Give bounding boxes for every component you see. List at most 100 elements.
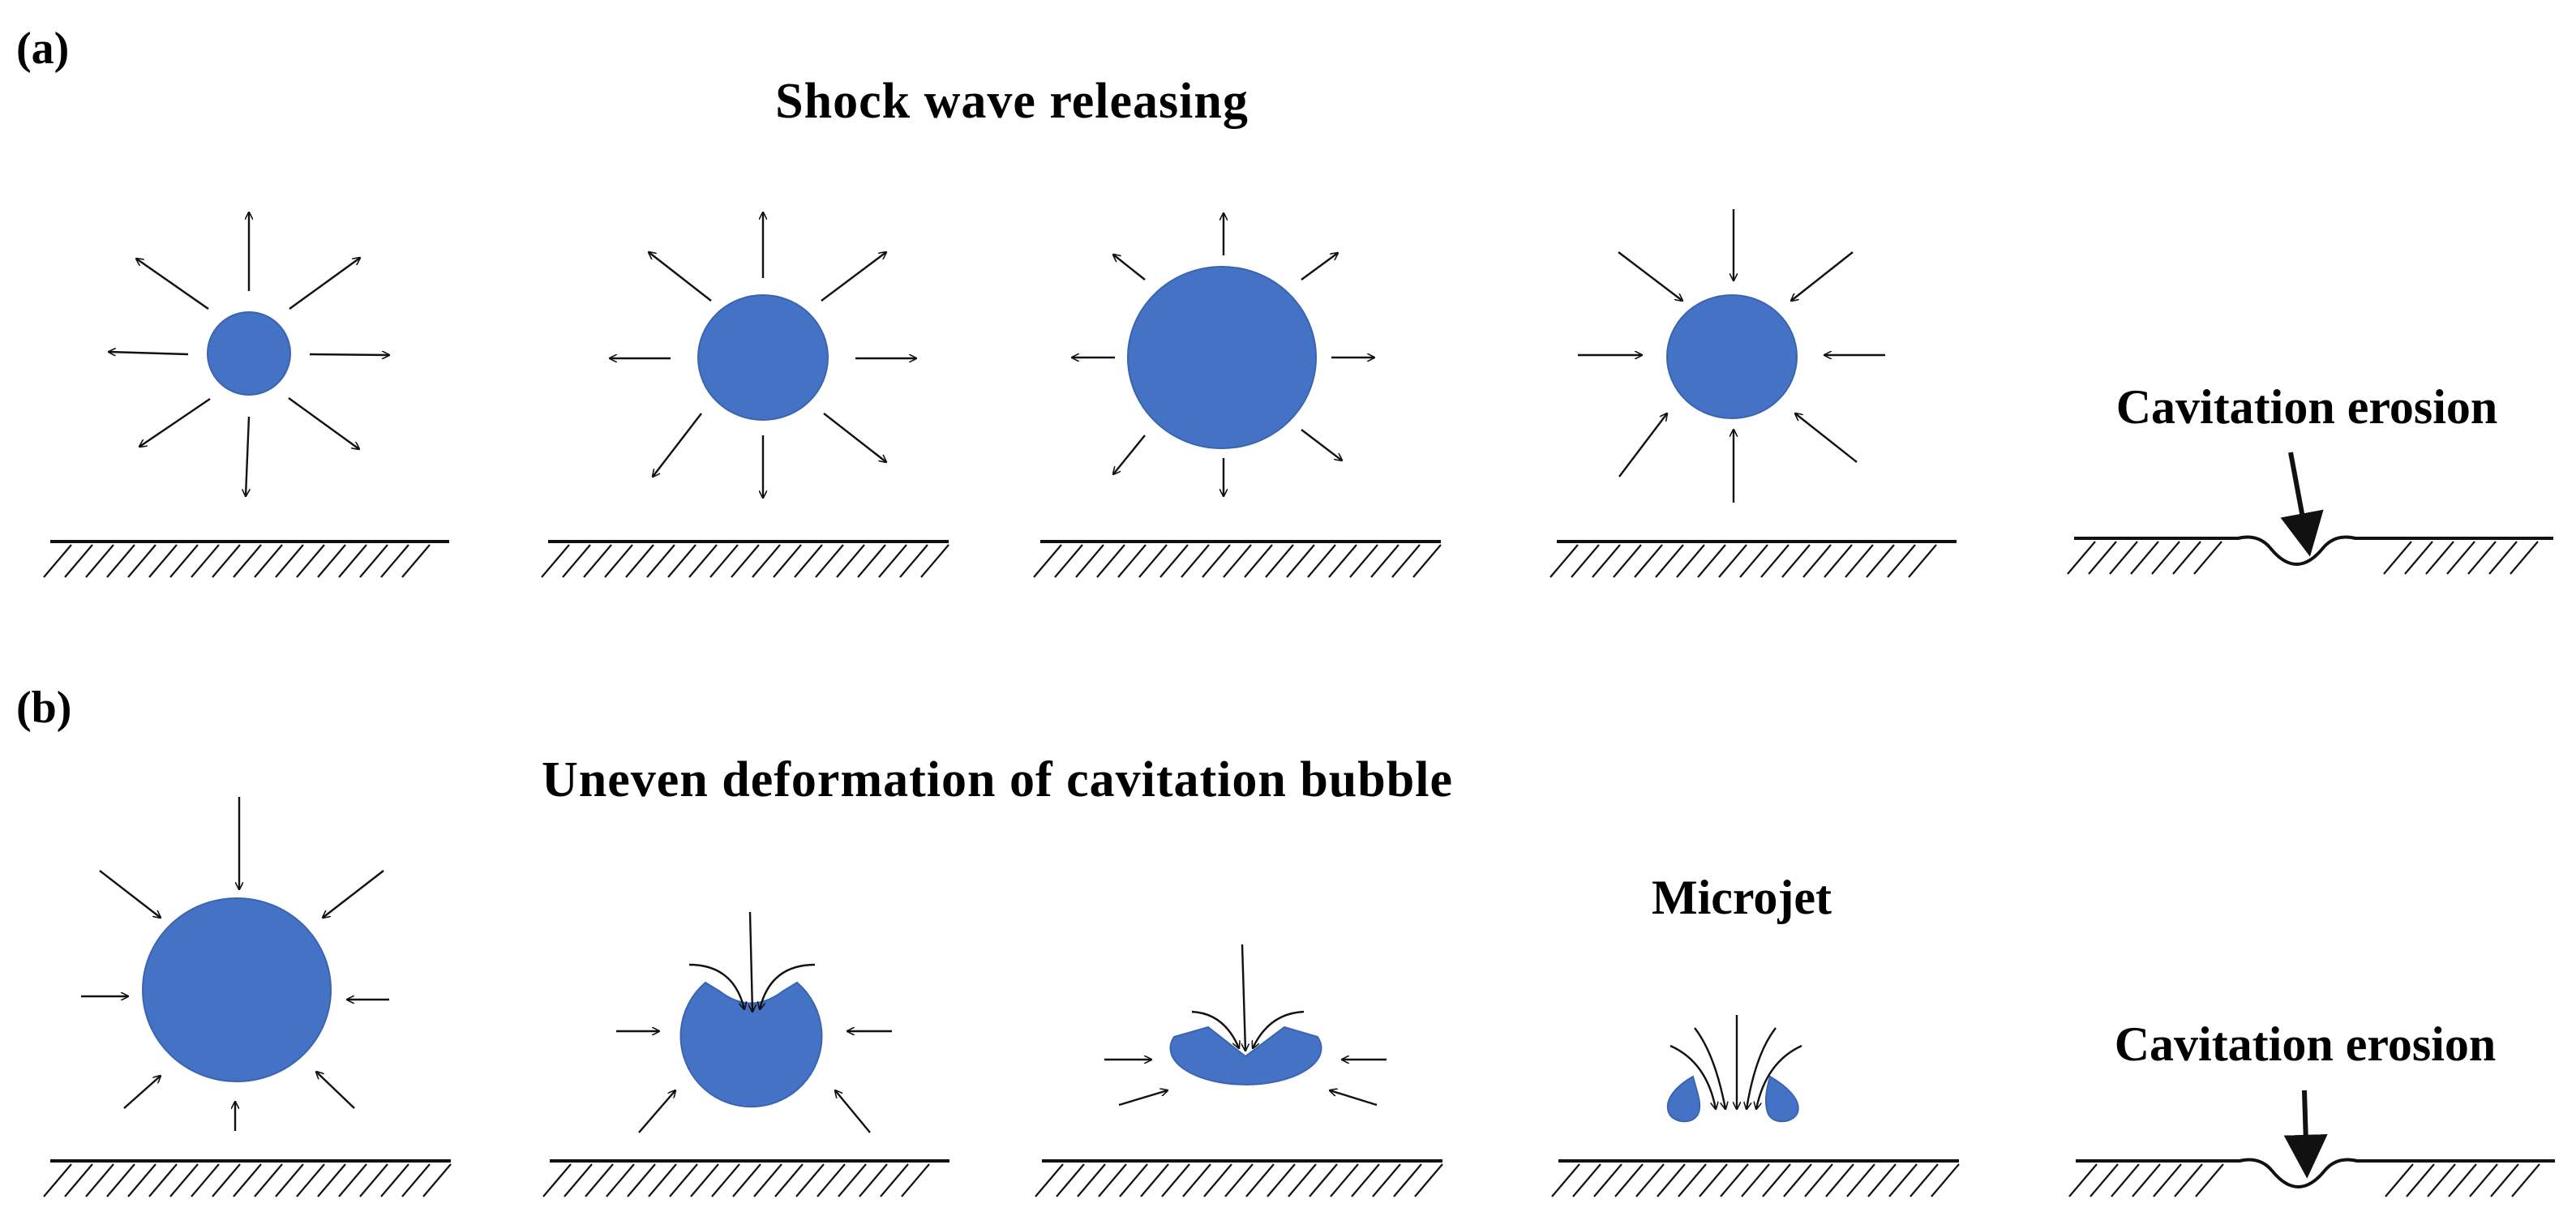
ground-surface bbox=[1035, 1159, 1443, 1197]
hatch-mark bbox=[127, 1163, 156, 1197]
hatch-mark bbox=[1908, 544, 1937, 578]
hatch-mark bbox=[1223, 544, 1252, 578]
hatch-mark bbox=[1657, 1163, 1686, 1197]
hatch-mark bbox=[2067, 541, 2096, 575]
hatch-mark bbox=[711, 1163, 740, 1197]
hatch-mark bbox=[1824, 544, 1853, 578]
hatch-mark bbox=[106, 544, 135, 578]
hatch-mark bbox=[1098, 1163, 1127, 1197]
hatch-mark bbox=[2469, 1163, 2498, 1197]
hatch-mark bbox=[191, 544, 220, 578]
hatch-mark bbox=[667, 544, 697, 578]
hatch-mark bbox=[753, 1163, 782, 1197]
hatch-mark bbox=[1244, 544, 1273, 578]
hatch-mark bbox=[1054, 544, 1083, 578]
growing-bubble bbox=[697, 294, 829, 421]
hatch-mark bbox=[1414, 1163, 1443, 1197]
panel-a-label: (a) bbox=[16, 24, 69, 74]
hatch-mark bbox=[2195, 1163, 2224, 1197]
hatch-mark bbox=[1866, 544, 1895, 578]
stage-a5: Cavitation erosion bbox=[2067, 380, 2553, 575]
inward-arrows bbox=[1104, 944, 1387, 1107]
hatch-mark bbox=[2511, 1163, 2540, 1197]
hatch-mark bbox=[1351, 1163, 1380, 1197]
hatch-mark bbox=[64, 544, 93, 578]
hatch-mark bbox=[85, 1163, 114, 1197]
erosion-pointer-arrow bbox=[2280, 452, 2324, 557]
hatch-mark bbox=[752, 544, 781, 578]
bubble-fragment-left bbox=[1666, 1075, 1701, 1123]
hatch-mark bbox=[1267, 1163, 1296, 1197]
hatch-mark bbox=[1720, 1163, 1749, 1197]
hatch-mark bbox=[585, 1163, 614, 1197]
bubble-fragment-right bbox=[1764, 1075, 1799, 1123]
ground-surface bbox=[43, 540, 449, 578]
hatch-mark bbox=[1635, 1163, 1665, 1197]
hatch-mark bbox=[233, 544, 262, 578]
hatch-mark bbox=[2383, 541, 2412, 575]
hatch-mark bbox=[2425, 541, 2454, 575]
hatch-mark bbox=[1888, 1163, 1918, 1197]
flattened-bubble bbox=[1169, 1026, 1322, 1086]
ground-surface bbox=[1551, 1159, 1960, 1197]
hatch-mark bbox=[148, 1163, 178, 1197]
hatch-mark bbox=[669, 1163, 698, 1197]
hatch-mark bbox=[1412, 544, 1442, 578]
max-bubble bbox=[1127, 266, 1317, 449]
hatch-mark bbox=[2111, 1163, 2140, 1197]
hatch-mark bbox=[422, 1163, 452, 1197]
hatch-mark bbox=[1181, 544, 1210, 578]
hatch-mark bbox=[1307, 544, 1336, 578]
hatch-mark bbox=[857, 544, 886, 578]
inward-arrows bbox=[81, 797, 389, 1131]
hatch-mark bbox=[1182, 1163, 1211, 1197]
hatch-mark bbox=[2193, 541, 2222, 575]
hatch-mark bbox=[583, 544, 612, 578]
hatch-mark bbox=[774, 1163, 804, 1197]
hatch-mark bbox=[1572, 1163, 1601, 1197]
hatch-mark bbox=[1138, 544, 1168, 578]
hatch-mark bbox=[1551, 1163, 1580, 1197]
hatch-mark bbox=[1846, 1163, 1875, 1197]
hatch-mark bbox=[731, 544, 760, 578]
hatch-mark bbox=[1699, 1163, 1728, 1197]
hatch-mark bbox=[1035, 1163, 1064, 1197]
hatch-mark bbox=[169, 544, 199, 578]
hatch-mark bbox=[1393, 1163, 1422, 1197]
hatch-mark bbox=[85, 544, 114, 578]
hatch-mark bbox=[838, 1163, 867, 1197]
hatch-mark bbox=[1286, 544, 1315, 578]
hatch-mark bbox=[773, 544, 802, 578]
hatch-mark bbox=[899, 544, 928, 578]
hatch-mark bbox=[1370, 544, 1399, 578]
hatch-mark bbox=[2385, 1163, 2414, 1197]
hatch-mark bbox=[542, 1163, 572, 1197]
ground-surface bbox=[1033, 540, 1442, 578]
hatch-mark bbox=[254, 544, 283, 578]
hatch-mark bbox=[1718, 544, 1747, 578]
outward-arrows bbox=[109, 212, 389, 496]
hatch-mark bbox=[562, 544, 591, 578]
erosion-label: Cavitation erosion bbox=[2116, 380, 2498, 434]
hatch-mark bbox=[2404, 541, 2433, 575]
hatch-mark bbox=[2172, 541, 2201, 575]
hatch-mark bbox=[1593, 1163, 1622, 1197]
hatch-mark bbox=[2467, 541, 2497, 575]
hatch-mark bbox=[604, 544, 633, 578]
hatch-mark bbox=[880, 1163, 909, 1197]
hatch-mark bbox=[1056, 1163, 1085, 1197]
ground-surface bbox=[541, 540, 949, 578]
hatch-mark bbox=[1161, 1163, 1190, 1197]
hatch-mark bbox=[2446, 541, 2475, 575]
small-bubble bbox=[207, 311, 291, 396]
hatch-mark bbox=[920, 544, 949, 578]
hatch-mark bbox=[1825, 1163, 1854, 1197]
hatch-mark bbox=[1614, 1163, 1644, 1197]
hatch-mark bbox=[1075, 544, 1104, 578]
hatch-mark bbox=[794, 544, 823, 578]
hatch-mark bbox=[564, 1163, 593, 1197]
hatch-mark bbox=[690, 1163, 719, 1197]
hatch-mark bbox=[43, 1163, 72, 1197]
hatch-mark bbox=[212, 544, 241, 578]
panel-b-title: Uneven deformation of cavitation bubble bbox=[542, 752, 1453, 807]
